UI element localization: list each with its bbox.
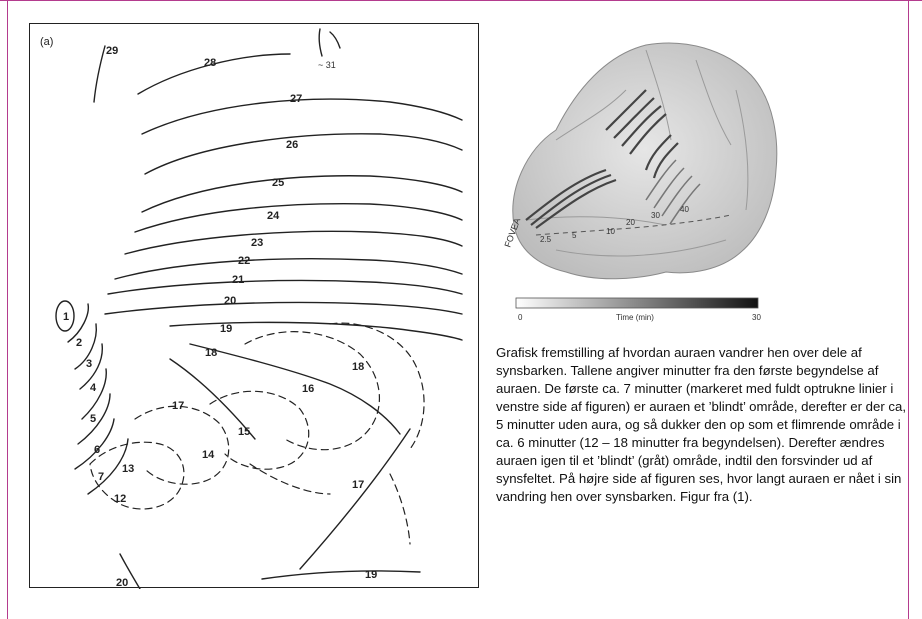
aura-label-12: 12 [114, 493, 126, 505]
aura-label-24: 24 [267, 210, 280, 222]
frame-right-border [908, 0, 909, 619]
aura-labels: 1 2 3 4 5 6 7 12 13 14 15 16 17 17 18 18… [63, 45, 377, 589]
stripe-number-10: 10 [606, 227, 615, 236]
aura-label-20-bottom: 20 [116, 577, 128, 589]
time-scale-label: Time (min) [616, 313, 654, 322]
arc-19a [170, 322, 462, 340]
aura-label-6: 6 [94, 444, 100, 456]
arc-23 [125, 231, 462, 254]
arc-20a [105, 302, 462, 314]
aura-label-22: 22 [238, 255, 250, 267]
stripe-number-5: 5 [572, 231, 577, 240]
arc-24 [135, 204, 462, 232]
frame-top-border [0, 0, 922, 1]
arc-17-right [300, 429, 410, 569]
aura-label-16: 16 [302, 383, 314, 395]
aura-label-15: 15 [238, 426, 250, 438]
aura-label-23: 23 [251, 237, 263, 249]
aura-label-18-left: 18 [205, 347, 217, 359]
aura-label-17-right: 17 [352, 479, 364, 491]
brain-illustration: 2.5 5 10 20 30 40 FOVEA 0 30 Time (min) [496, 20, 782, 326]
handwritten-note: ~ 31 [318, 60, 336, 70]
aura-map-panel: (a) [29, 23, 479, 588]
aura-label-21: 21 [232, 274, 244, 286]
aura-label-17-left: 17 [172, 400, 184, 412]
aura-map-drawing: 1 2 3 4 5 6 7 12 13 14 15 16 17 17 18 18… [30, 24, 480, 589]
arc-21 [108, 281, 462, 295]
aura-label-19-top: 19 [220, 323, 232, 335]
aura-label-29: 29 [106, 45, 118, 57]
aura-label-3: 3 [86, 358, 92, 370]
arc-18-line [190, 344, 400, 434]
arc-29 [94, 46, 105, 102]
aura-label-19-bottom: 19 [365, 569, 377, 581]
arc-5 [82, 369, 106, 419]
aura-label-14: 14 [202, 449, 215, 461]
aura-label-7: 7 [98, 471, 104, 483]
aura-label-27: 27 [290, 93, 302, 105]
arc-19b [262, 571, 420, 579]
figure-caption: Grafisk fremstilling af hvordan auraen v… [496, 344, 906, 506]
aura-label-26: 26 [286, 139, 298, 151]
arc-25 [142, 176, 462, 212]
time-scale-start: 0 [518, 313, 523, 322]
aura-label-13: 13 [122, 463, 134, 475]
aura-label-28: 28 [204, 57, 216, 69]
aura-label-25: 25 [272, 177, 284, 189]
arc-22 [115, 259, 462, 279]
aura-label-18-right: 18 [352, 361, 364, 373]
brain-outline [513, 43, 777, 279]
stripe-number-30: 30 [651, 211, 660, 220]
frame-left-border [7, 0, 8, 619]
stripe-number-20: 20 [626, 218, 635, 227]
arc-26 [145, 134, 462, 174]
aura-label-5: 5 [90, 413, 96, 425]
stripe-number-2-5: 2.5 [540, 235, 552, 244]
aura-label-2: 2 [76, 337, 82, 349]
stripe-number-40: 40 [680, 205, 689, 214]
time-scale-bar [516, 298, 758, 308]
aura-label-1: 1 [63, 311, 69, 323]
time-scale-end: 30 [752, 313, 761, 322]
aura-label-20-top: 20 [224, 295, 236, 307]
aura-label-4: 4 [90, 382, 97, 394]
